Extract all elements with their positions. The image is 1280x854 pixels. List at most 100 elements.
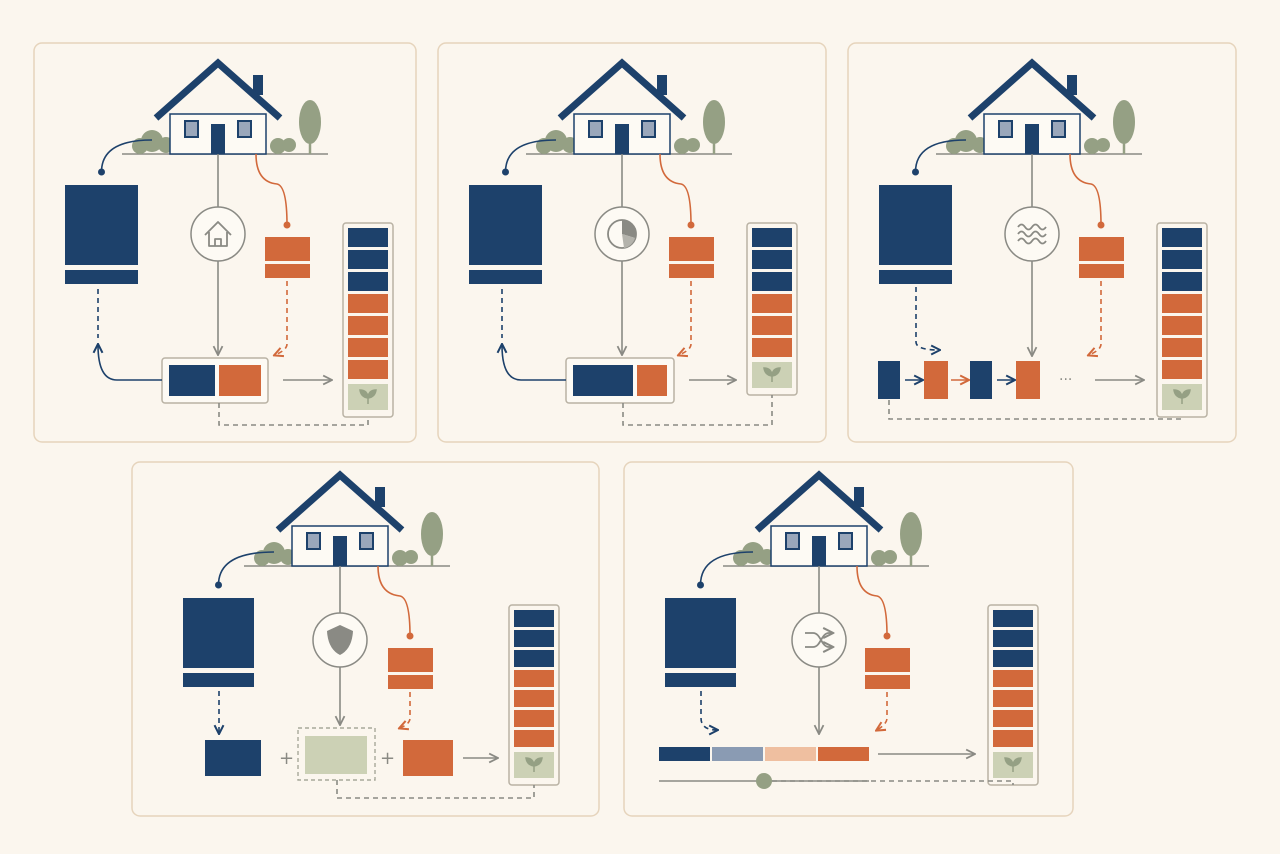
orange-block (265, 237, 310, 261)
orange-connector (255, 153, 288, 226)
bushes-right (270, 138, 296, 154)
stack-cell-navy (514, 630, 554, 647)
house-icon (754, 470, 884, 567)
orange-connector (377, 565, 411, 637)
stack-cell-orange (752, 316, 792, 335)
orange-connector (1069, 153, 1102, 226)
bush (674, 138, 690, 154)
navy-dashed-arrow (700, 691, 717, 730)
navy-connector (217, 551, 275, 586)
connector-dot (215, 581, 222, 589)
home-icon (204, 221, 232, 247)
center-icon-ring (190, 206, 246, 262)
window-right (641, 120, 656, 138)
connector-dot (98, 168, 105, 176)
stack-cell-navy (752, 228, 792, 247)
orange-connector (659, 153, 692, 226)
stack-cell-navy (514, 650, 554, 667)
bush (141, 130, 163, 152)
sequence-block-navy (878, 361, 900, 399)
stack-cell-navy (993, 650, 1033, 667)
pie-chart-icon (607, 219, 637, 249)
stack-cell-navy (348, 228, 388, 247)
stack-cell-orange (1162, 316, 1202, 335)
source-block (879, 185, 952, 265)
house-icon (153, 58, 283, 155)
connector-dot (406, 632, 414, 640)
bushes-right (674, 138, 700, 154)
stack-cell-orange (993, 710, 1033, 727)
navy-return-arrow (98, 345, 162, 381)
stack-cell-navy (1162, 228, 1202, 247)
bush (883, 550, 897, 564)
feedback-dashed-line (888, 400, 1183, 420)
wave-line (1017, 230, 1047, 238)
connector-dot (1097, 221, 1105, 229)
bush (1084, 138, 1100, 154)
tree-icon (421, 512, 443, 566)
timeline-handle (756, 773, 772, 789)
stack-cell-orange (348, 294, 388, 313)
sequence-block-orange (924, 361, 948, 399)
panel-home-swap (33, 42, 417, 443)
navy-connector (914, 139, 967, 173)
wave-line (1017, 223, 1047, 231)
orange-block-base (265, 264, 310, 278)
panel-frame (623, 461, 1074, 817)
orange-block (669, 237, 714, 261)
bush (742, 542, 764, 564)
combined-orange (637, 365, 667, 396)
source-block (665, 598, 736, 668)
stack-cell-orange (514, 670, 554, 687)
stack-cell-orange (1162, 294, 1202, 313)
bush (1096, 138, 1110, 152)
chimney (657, 75, 667, 95)
orange-block-base (865, 675, 910, 689)
panel-streaming: ··· (847, 42, 1237, 443)
orange-block-base (1079, 264, 1124, 278)
tree-icon (1113, 100, 1135, 154)
bushes-right (1084, 138, 1110, 154)
tree-icon (299, 100, 321, 154)
timeline-segment (765, 747, 816, 761)
center-icon-ring (791, 612, 847, 668)
orange-block-base (669, 264, 714, 278)
bushes-right (392, 550, 418, 566)
stack-cell-orange (348, 360, 388, 379)
window-left (306, 532, 321, 550)
bush (955, 130, 977, 152)
navy-dashed-arrow (915, 287, 939, 350)
source-block (183, 598, 254, 668)
sprout-icon (359, 389, 377, 404)
orange-tile (403, 740, 453, 776)
window-right (1051, 120, 1066, 138)
door (1025, 124, 1039, 154)
bush (686, 138, 700, 152)
sprout-icon (763, 367, 781, 382)
sequence-block-orange (1016, 361, 1040, 399)
roof (153, 58, 283, 121)
stack-cell-orange (514, 710, 554, 727)
orange-dashed-arrow (1089, 281, 1102, 355)
feedback-dashed-line (336, 780, 535, 799)
source-block (65, 185, 138, 265)
bush (282, 138, 296, 152)
tree-icon (900, 512, 922, 566)
plus-sign: + (279, 748, 294, 769)
pie-slice (622, 234, 635, 248)
stack-cell-navy (993, 630, 1033, 647)
shuffle-icon (805, 633, 832, 647)
door (812, 536, 826, 566)
stack-cell-orange (348, 316, 388, 335)
source-block (469, 185, 542, 265)
bush (871, 550, 887, 566)
house-icon (967, 58, 1097, 155)
panel-shuffle-timeline (623, 461, 1074, 817)
connector-dot (687, 221, 695, 229)
stack-cell-navy (348, 250, 388, 269)
source-block-base (665, 673, 736, 687)
source-block-base (879, 270, 952, 284)
tree-crown (703, 100, 725, 144)
connector-dot (912, 168, 919, 176)
stack-cell-orange (348, 338, 388, 357)
